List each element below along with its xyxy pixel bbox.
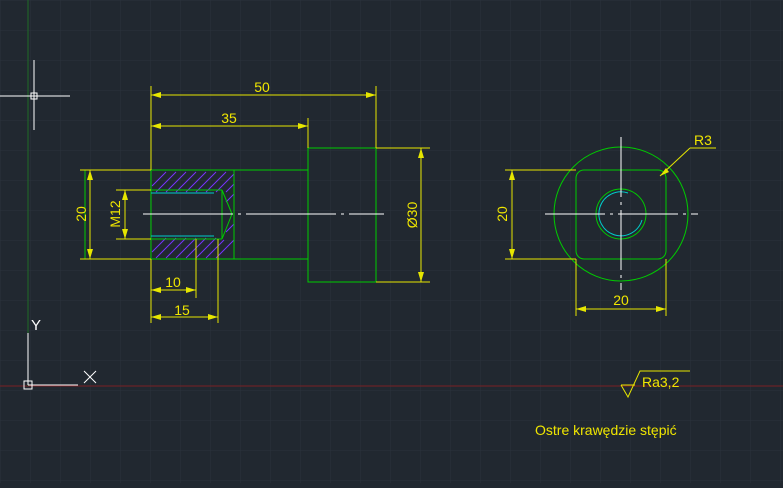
side-dimensions: [80, 86, 430, 323]
dim-front-width: 20: [613, 292, 629, 308]
thread-arc: [598, 191, 643, 237]
roughness-value: Ra3,2: [642, 374, 680, 390]
ucs-icon: [23, 333, 97, 390]
front-dimensions: [505, 147, 716, 316]
remark-note: Ostre krawędzie stępić: [535, 422, 677, 438]
dim-thread: M12: [107, 200, 123, 227]
crosshair-icon: [0, 60, 70, 130]
dim-height-left: 20: [73, 206, 89, 222]
section-hatch: [151, 171, 235, 259]
side-view: [84, 147, 384, 283]
surface-roughness-icon: [620, 370, 690, 399]
dim-thread-depth: 10: [165, 274, 181, 290]
thread-lines: [151, 192, 214, 237]
dim-radius: R3: [694, 132, 712, 148]
dim-front-height: 20: [494, 206, 510, 222]
ucs-y-label: Y: [31, 317, 41, 334]
dim-diameter: Ø30: [404, 202, 420, 229]
dim-overall-length: 50: [254, 79, 270, 95]
dim-body-length: 35: [221, 110, 237, 126]
dim-bore-depth: 15: [174, 302, 190, 318]
front-view: [545, 137, 698, 290]
